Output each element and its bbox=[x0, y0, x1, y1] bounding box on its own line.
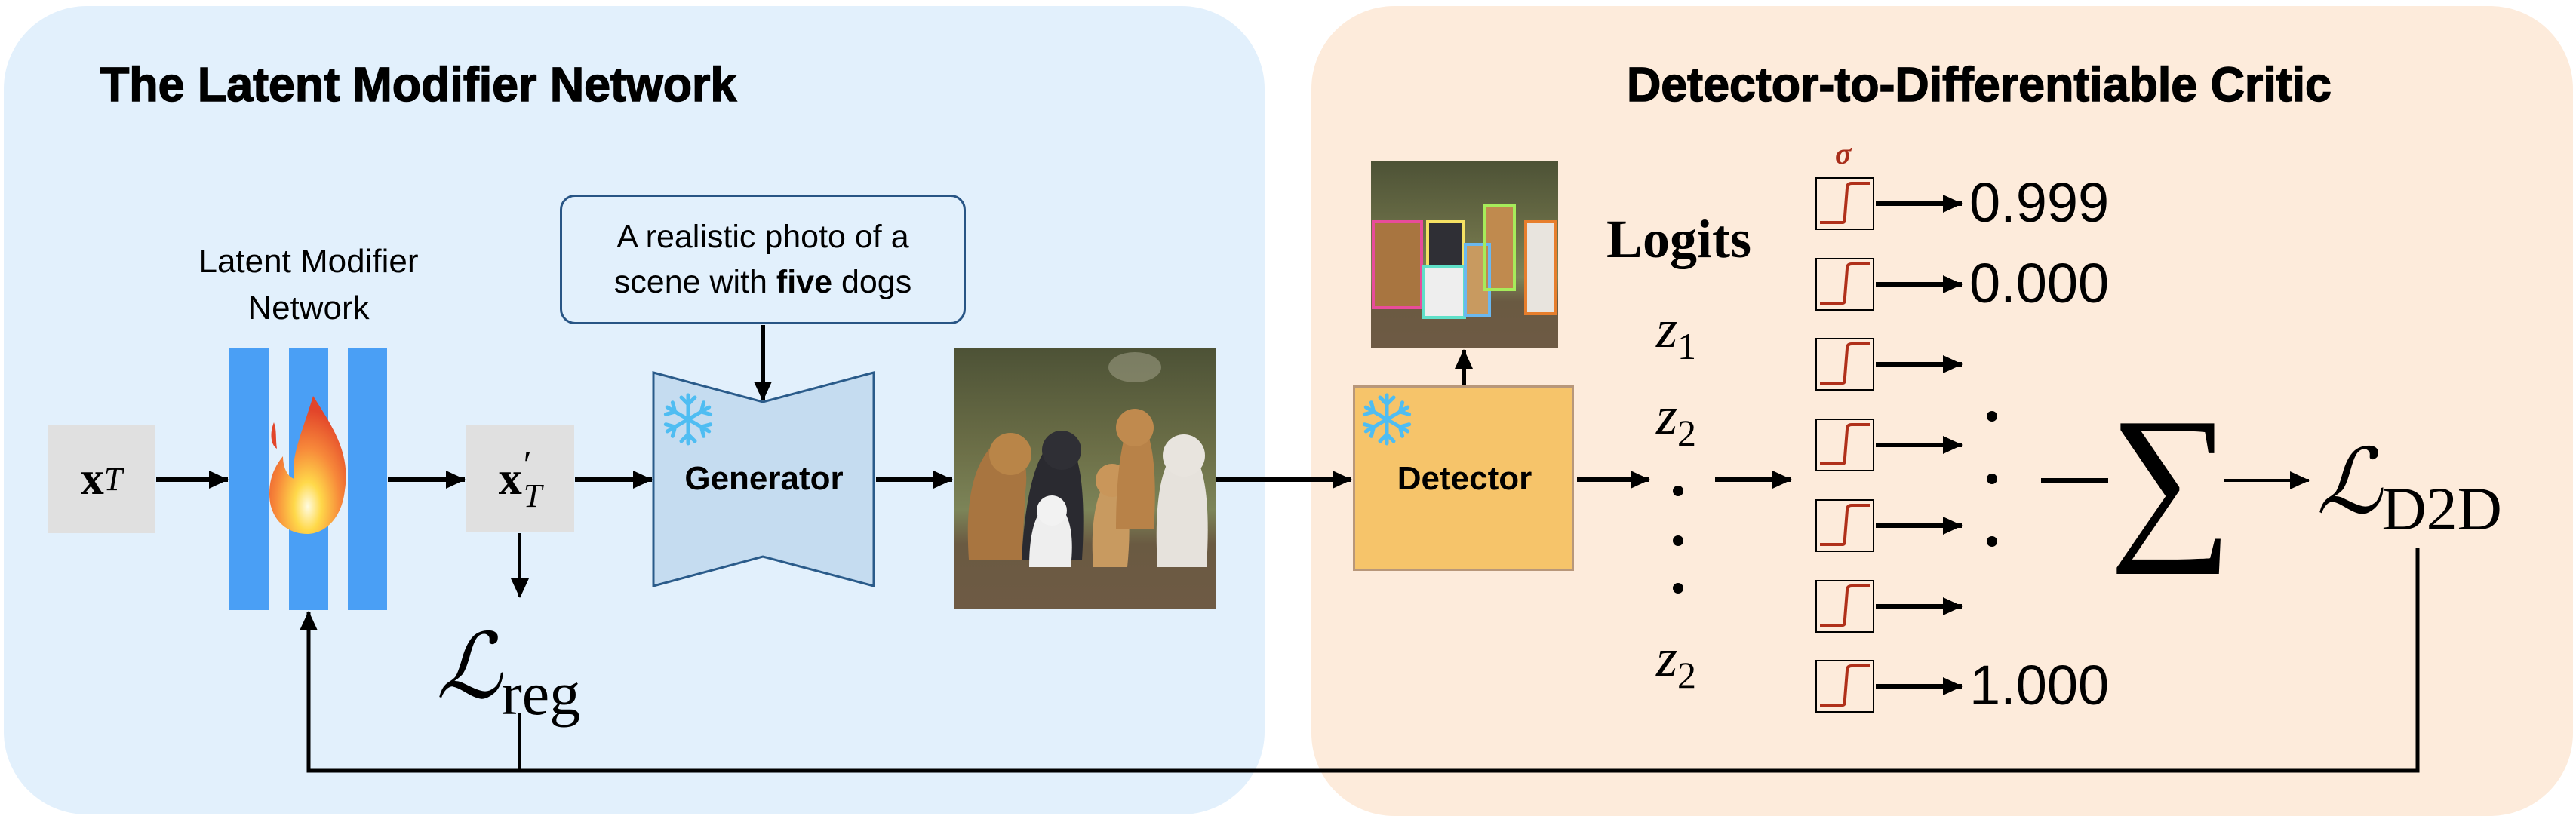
output-ellipsis-dot bbox=[1987, 411, 1997, 422]
reg-loss-symbol: ℒ bbox=[436, 615, 502, 719]
fire-icon bbox=[269, 396, 346, 534]
logit-subscript: 2 bbox=[1677, 412, 1697, 454]
sigmoid-curve-icon bbox=[1820, 423, 1870, 465]
sigmoid-box bbox=[1815, 177, 1874, 230]
sum-symbol: ∑ bbox=[2109, 382, 2233, 575]
sigmoid-curve-icon bbox=[1820, 584, 1870, 627]
prompt-line1: A realistic photo of a bbox=[616, 219, 909, 255]
detections-image bbox=[1371, 161, 1558, 348]
prompt-text-end: dogs bbox=[832, 264, 912, 300]
modified-latent-symbol: x bbox=[498, 452, 522, 505]
logit-subscript: 2 bbox=[1677, 654, 1697, 696]
sigmoid-output-value: 0.000 bbox=[1969, 252, 2110, 314]
generated-image bbox=[954, 348, 1216, 609]
d2d-loss-subscript: D2D bbox=[2381, 474, 2502, 543]
network-label-line1: Latent Modifier bbox=[198, 243, 419, 280]
sigmoid-curve-icon bbox=[1820, 664, 1870, 707]
sigmoid-box bbox=[1815, 580, 1874, 633]
reg-loss-subscript: reg bbox=[501, 659, 581, 728]
modified-latent-subscript: T bbox=[523, 477, 543, 514]
sigmoid-box bbox=[1815, 419, 1874, 471]
sigmoid-box bbox=[1815, 338, 1874, 391]
sigmoid-output-value: 0.999 bbox=[1969, 171, 2110, 234]
reg-loss: ℒreg bbox=[436, 622, 580, 725]
logit-symbol: z bbox=[1656, 299, 1678, 359]
detection-bounding-box bbox=[1372, 220, 1423, 309]
sigmoid-label: σ bbox=[1835, 136, 1852, 170]
output-ellipsis-dot bbox=[1987, 474, 1997, 484]
network-layer-3 bbox=[348, 348, 387, 610]
detection-bounding-box bbox=[1483, 204, 1516, 291]
sigmoid-curve-icon bbox=[1820, 504, 1870, 546]
text-prompt-box: A realistic photo of a scene with five d… bbox=[560, 195, 966, 324]
network-label-line2: Network bbox=[247, 290, 370, 327]
logits-label: Logits bbox=[1606, 209, 1752, 269]
sigmoid-curve-icon bbox=[1820, 262, 1870, 305]
logit-ellipsis-dot bbox=[1673, 535, 1683, 546]
network-layer-1 bbox=[229, 348, 269, 610]
prompt-count-word: five bbox=[776, 264, 832, 300]
snowflake-icon bbox=[661, 393, 715, 446]
logit-ellipsis-dot bbox=[1673, 486, 1683, 496]
logit-zn: z2 bbox=[1656, 630, 1696, 694]
logit-ellipsis-dot bbox=[1673, 583, 1683, 594]
left-panel-title: The Latent Modifier Network bbox=[100, 57, 737, 112]
dog-figures bbox=[967, 409, 1208, 567]
sigmoid-output-value: 1.000 bbox=[1969, 654, 2110, 716]
logit-z1: z1 bbox=[1656, 302, 1696, 365]
sigmoid-box bbox=[1815, 258, 1874, 311]
input-latent-symbol: x bbox=[80, 452, 104, 505]
network-label: Latent Modifier Network bbox=[150, 238, 467, 332]
logit-symbol: z bbox=[1656, 385, 1678, 446]
right-panel-title: Detector-to-Differentiable Critic bbox=[1626, 57, 2332, 112]
generator-label: Generator bbox=[684, 460, 844, 497]
detector-snowflake-icon bbox=[1360, 393, 1414, 446]
detection-bounding-box bbox=[1524, 220, 1557, 315]
logit-symbol: z bbox=[1656, 627, 1678, 688]
sigmoid-box bbox=[1815, 499, 1874, 552]
modified-latent-prime: ′ bbox=[523, 442, 532, 485]
logit-z2: z2 bbox=[1656, 388, 1696, 452]
sigmoid-curve-icon bbox=[1820, 342, 1870, 385]
logit-subscript: 1 bbox=[1677, 325, 1697, 367]
sigmoid-box bbox=[1815, 660, 1874, 713]
output-ellipsis-dot bbox=[1987, 536, 1997, 547]
input-latent-subscript: T bbox=[103, 460, 123, 498]
prompt-line2: scene with five dogs bbox=[614, 259, 911, 305]
detector-label: Detector bbox=[1397, 460, 1532, 497]
prompt-text: scene with bbox=[613, 264, 776, 300]
d2d-loss-symbol: ℒ bbox=[2316, 430, 2382, 535]
modified-latent-box: x ′ T bbox=[466, 425, 574, 532]
detection-bounding-box bbox=[1464, 243, 1491, 317]
sigmoid-curve-icon bbox=[1820, 182, 1870, 224]
feedback-line bbox=[300, 548, 2420, 773]
d2d-loss: ℒD2D bbox=[2316, 437, 2502, 540]
